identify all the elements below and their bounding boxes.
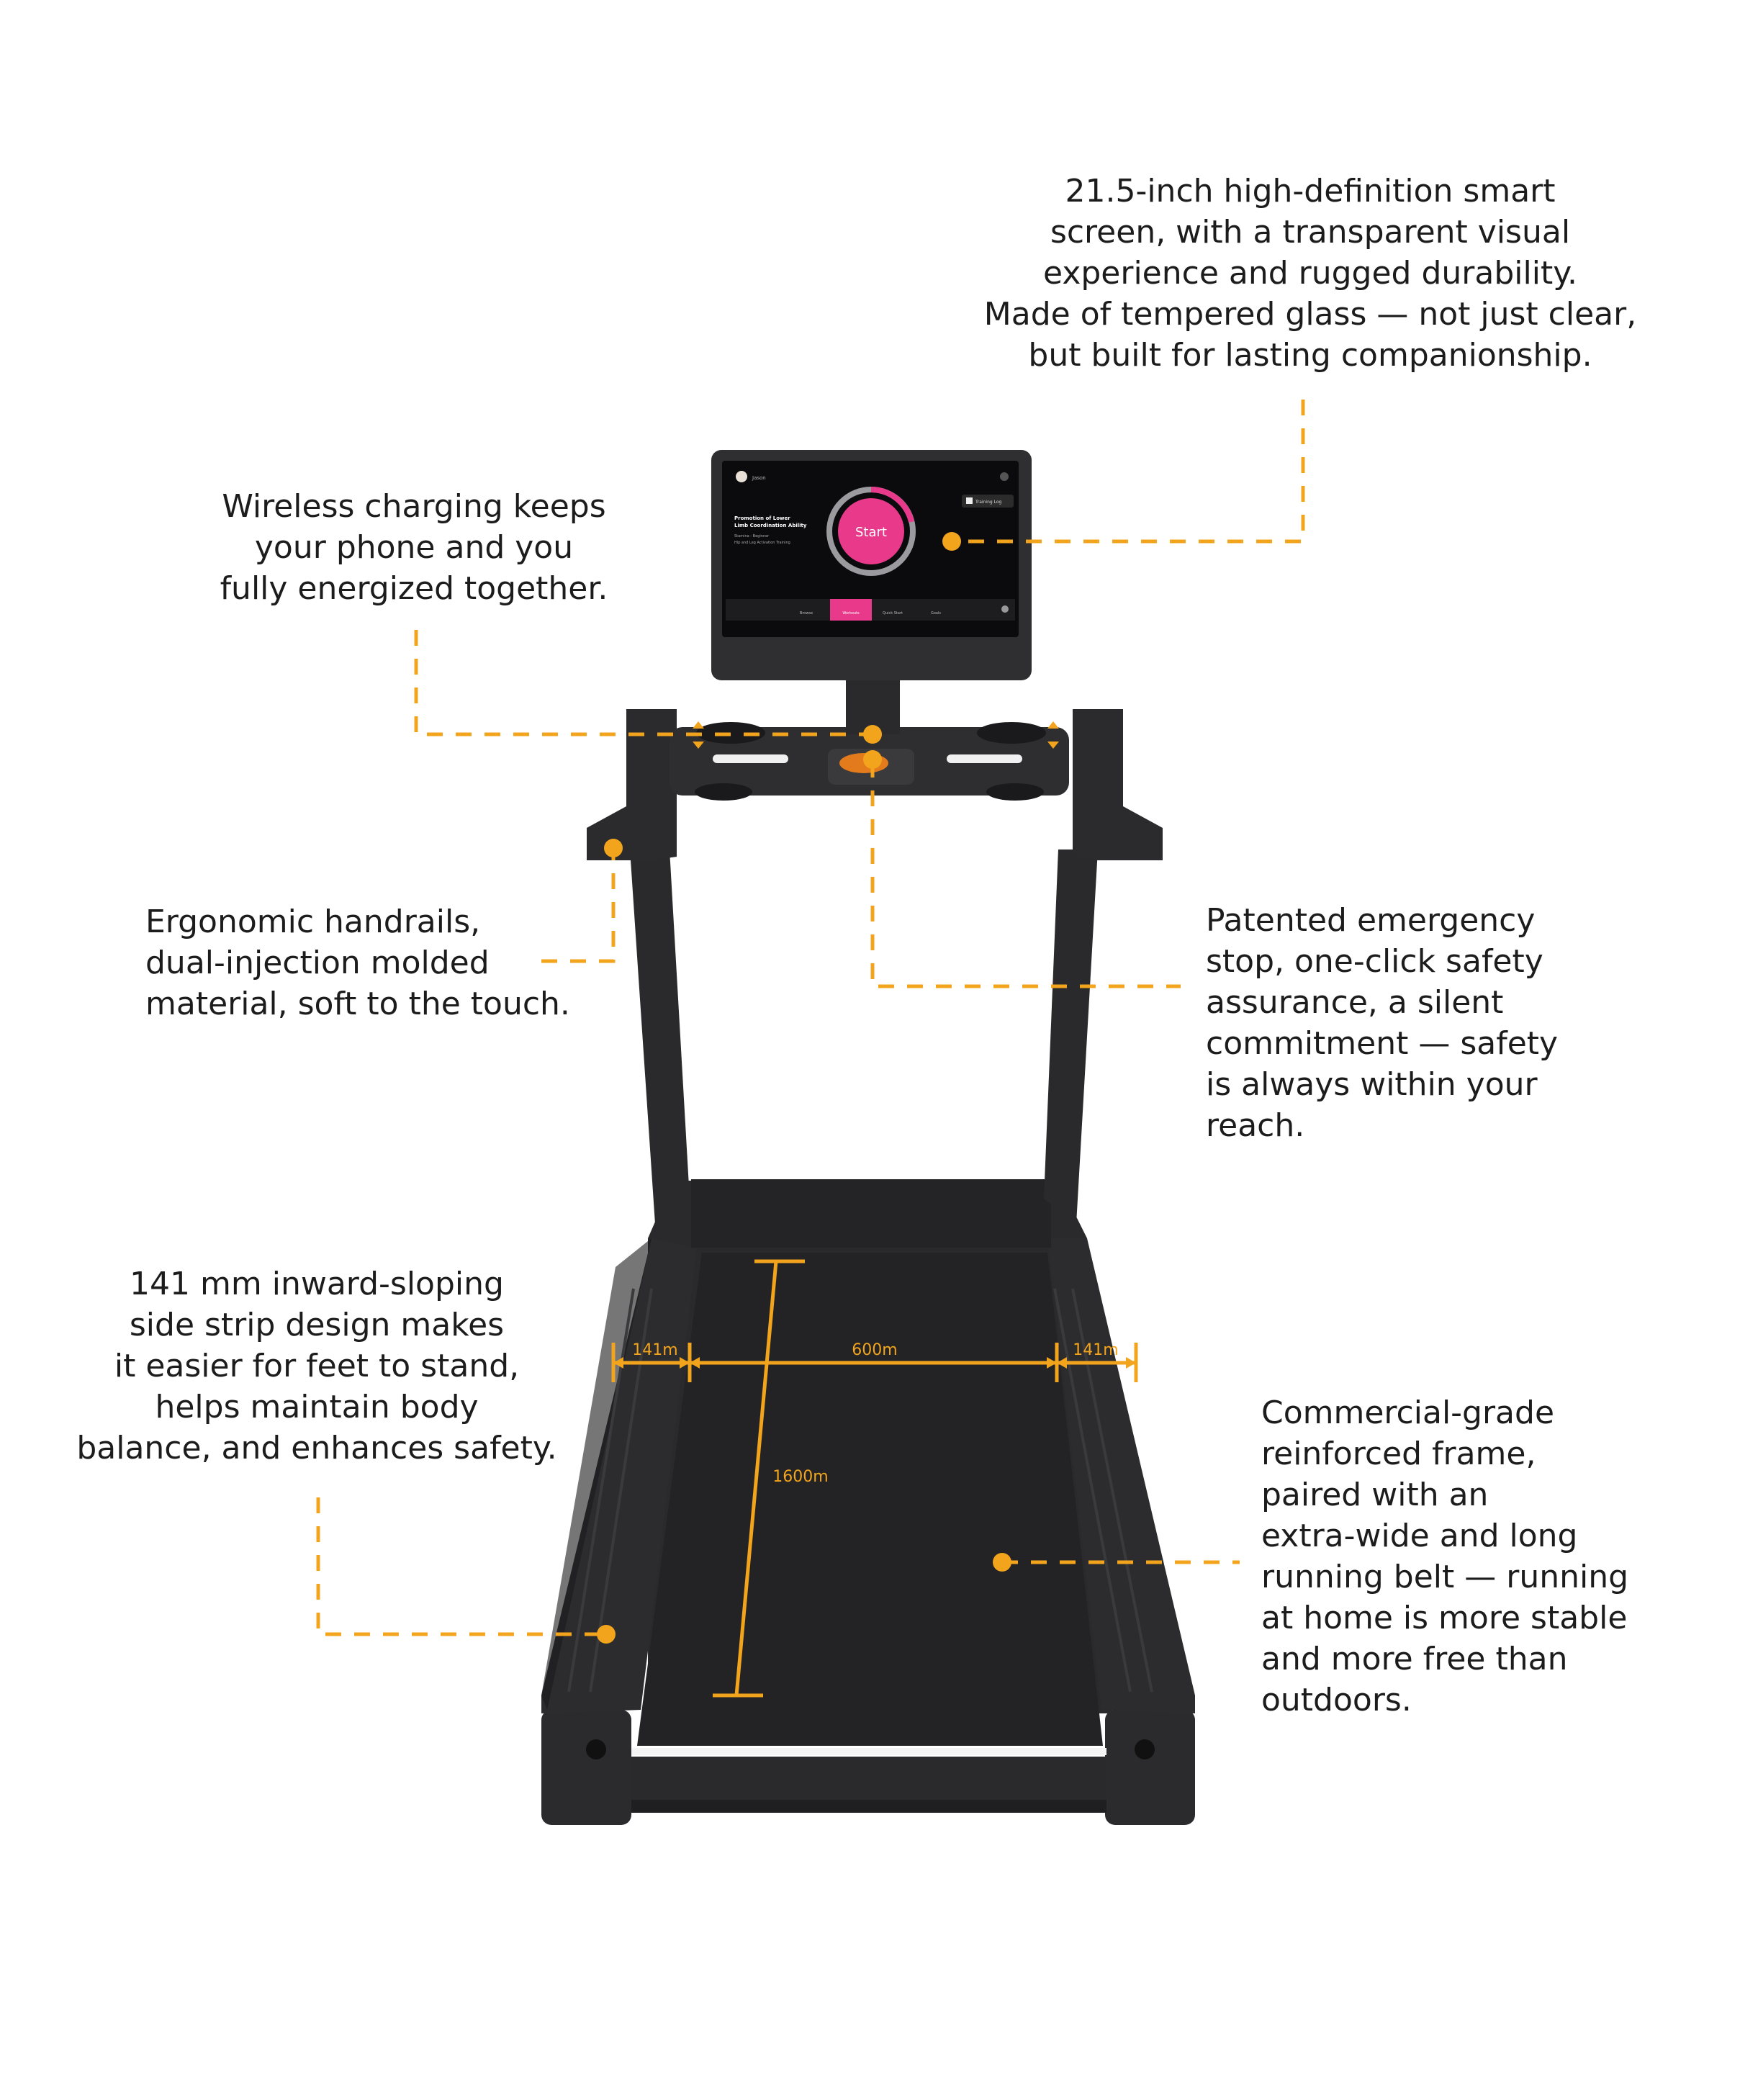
nav-item-2[interactable]: Quick Start bbox=[883, 611, 903, 616]
callout-handrails-line: material, soft to the touch. bbox=[145, 986, 570, 1022]
nav-item-0[interactable]: Browse bbox=[800, 611, 813, 616]
screen-program-title-1: Promotion of Lower bbox=[734, 515, 790, 521]
smart-screen: Jason Promotion of Lower Limb Coordinati… bbox=[711, 450, 1032, 680]
callout-frame-line: Commercial-grade bbox=[1261, 1394, 1555, 1431]
dim-left-strip: 141m bbox=[632, 1341, 677, 1359]
callout-frame-line: extra-wide and long bbox=[1261, 1518, 1578, 1554]
callout-screen-line: screen, with a transparent visual bbox=[1050, 214, 1571, 251]
screen-sub-1: Stamina - Beginner bbox=[734, 534, 770, 538]
nav-gear-icon[interactable] bbox=[1001, 605, 1009, 613]
callout-emergency-line: Patented emergency bbox=[1206, 902, 1536, 939]
callout-side-strip: 141 mm inward-sloping side strip design … bbox=[65, 1263, 569, 1469]
start-label: Start bbox=[855, 525, 887, 540]
callout-handrails-line: Ergonomic handrails, bbox=[145, 903, 481, 940]
callout-side-strip-line: it easier for feet to stand, bbox=[114, 1348, 520, 1384]
callout-charging-line: Wireless charging keeps bbox=[222, 488, 606, 525]
dim-right-strip: 141m bbox=[1073, 1341, 1118, 1359]
nav-item-1[interactable]: Workouts bbox=[842, 611, 860, 616]
dim-belt-width: 600m bbox=[852, 1341, 897, 1359]
callout-handrails: Ergonomic handrails, dual-injection mold… bbox=[145, 901, 664, 1024]
callout-screen: 21.5-inch high-definition smart screen, … bbox=[936, 171, 1685, 376]
callout-frame-line: at home is more stable bbox=[1261, 1600, 1628, 1636]
callout-leaders bbox=[316, 400, 1305, 1636]
side-strip-left bbox=[541, 1238, 697, 1713]
callout-side-strip-line: balance, and enhances safety. bbox=[76, 1430, 557, 1466]
callout-emergency-line: is always within your bbox=[1206, 1066, 1538, 1103]
callout-charging-line: fully energized together. bbox=[220, 570, 608, 607]
callout-frame-line: and more free than bbox=[1261, 1641, 1568, 1677]
training-log-button[interactable] bbox=[962, 495, 1014, 508]
training-log-label: Training Log bbox=[975, 500, 1001, 505]
callout-dots bbox=[597, 532, 1011, 1644]
callout-frame-line: paired with an bbox=[1261, 1477, 1489, 1513]
callout-frame-line: running belt — running bbox=[1261, 1559, 1629, 1595]
start-button[interactable] bbox=[838, 498, 904, 564]
callout-emergency-line: stop, one-click safety bbox=[1206, 943, 1543, 980]
callout-screen-line: experience and rugged durability. bbox=[1043, 255, 1577, 292]
callout-emergency-line: assurance, a silent bbox=[1206, 984, 1504, 1021]
callout-charging: Wireless charging keeps your phone and y… bbox=[202, 486, 626, 609]
screen-program-title-2: Limb Coordination Ability bbox=[734, 523, 807, 528]
callout-frame: Commercial-grade reinforced frame, paire… bbox=[1261, 1392, 1729, 1721]
callout-emergency-stop: Patented emergency stop, one-click safet… bbox=[1206, 900, 1710, 1146]
callout-side-strip-line: helps maintain body bbox=[155, 1389, 479, 1425]
running-belt bbox=[637, 1253, 1103, 1746]
settings-dot-icon bbox=[1000, 472, 1009, 481]
callout-emergency-line: reach. bbox=[1206, 1107, 1305, 1144]
callout-side-strip-line: 141 mm inward-sloping bbox=[130, 1266, 504, 1302]
callout-emergency-line: commitment — safety bbox=[1206, 1025, 1559, 1062]
uprights bbox=[630, 850, 1098, 1224]
callout-screen-line: Made of tempered glass — not just clear, bbox=[983, 296, 1637, 333]
nav-item-3[interactable]: Goals bbox=[931, 611, 941, 616]
screen-user-name: Jason bbox=[752, 475, 766, 481]
dim-belt-length: 1600m bbox=[772, 1468, 828, 1486]
callout-screen-line: 21.5-inch high-definition smart bbox=[1065, 173, 1556, 209]
callout-charging-line: your phone and you bbox=[254, 529, 574, 566]
callout-screen-line: but built for lasting companionship. bbox=[1028, 337, 1592, 374]
screen-sub-2: Hip and Leg Activation Training bbox=[734, 541, 790, 545]
callout-frame-line: reinforced frame, bbox=[1261, 1436, 1536, 1472]
side-strip-right bbox=[1047, 1238, 1195, 1713]
callout-side-strip-line: side strip design makes bbox=[129, 1307, 505, 1343]
nav-workouts-active[interactable] bbox=[830, 599, 872, 621]
callout-frame-line: outdoors. bbox=[1261, 1682, 1412, 1718]
user-avatar-icon bbox=[736, 471, 747, 482]
callout-handrails-line: dual-injection molded bbox=[145, 945, 490, 981]
